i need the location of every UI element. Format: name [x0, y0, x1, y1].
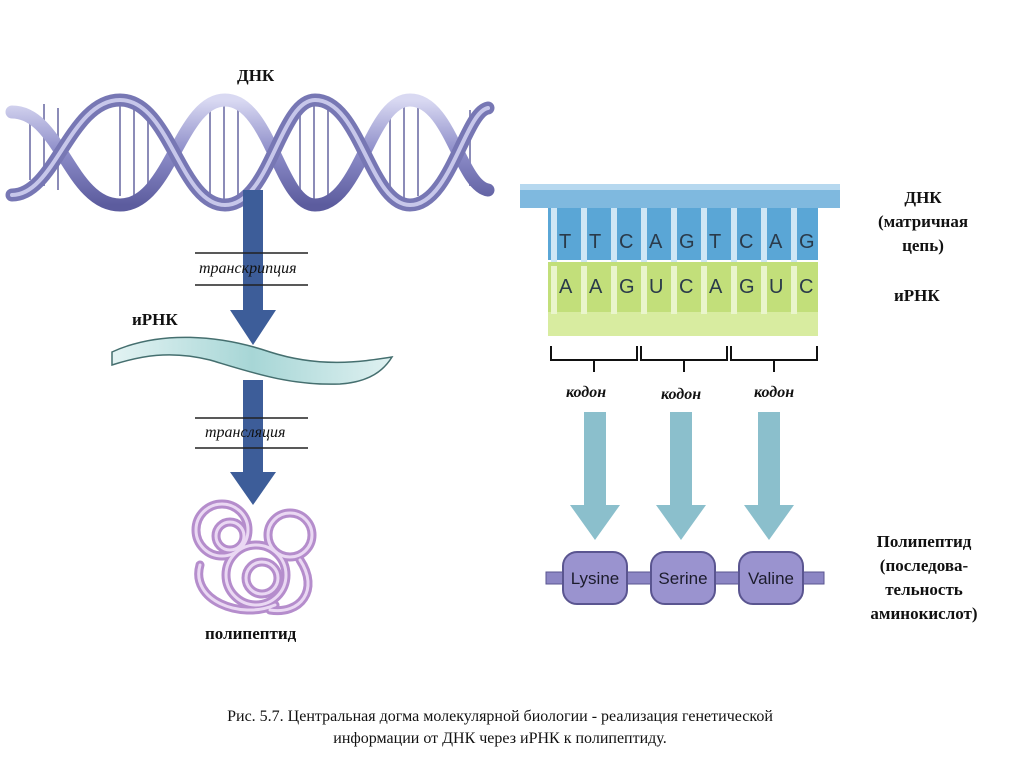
dna-base: T [589, 231, 601, 253]
polypeptide-coil [191, 499, 317, 616]
mrna-base: A [709, 276, 723, 298]
polypeptide-description-line: тельность [885, 580, 963, 599]
mrna-base: C [799, 276, 813, 298]
mrna-base: A [589, 276, 603, 298]
codon-label: кодон [661, 386, 702, 403]
mrna-strand [548, 262, 818, 336]
dna-base: G [679, 231, 695, 253]
amino-acid-chain: Lysine Serine Valine [545, 551, 825, 605]
polypeptide-description-line: Полипептид [876, 532, 972, 551]
polypeptide-description-line: аминокислот) [870, 604, 978, 623]
dna-base: T [709, 231, 721, 253]
dna-template-label-line: цепь) [902, 236, 944, 255]
dna-base: T [559, 231, 571, 253]
polypeptide-label: полипептид [205, 624, 297, 643]
amino-acid-label: Valine [748, 569, 794, 588]
dna-template-label: ДНК (матричная цепь) [868, 186, 978, 258]
translation-arrows [570, 412, 794, 540]
codon-label: кодон [566, 384, 607, 401]
dna-base-letters: T T C A G T C A G [559, 231, 815, 253]
dna-template-label-line: ДНК [904, 188, 942, 207]
transcription-label: транскрипция [199, 260, 297, 277]
mrna-base: A [559, 276, 573, 298]
dna-label: ДНК [237, 66, 275, 85]
mrna-base: U [649, 276, 663, 298]
mrna-base: G [619, 276, 635, 298]
mrna-base-letters: A A G U C A G U C [559, 276, 813, 298]
mrna-base: U [769, 276, 783, 298]
amino-acid-lysine [562, 551, 628, 605]
dna-template-strand [520, 184, 840, 268]
polypeptide-description: Полипептид (последова- тельность аминоки… [856, 530, 992, 626]
dna-base: A [649, 231, 663, 253]
amino-acid-label: Serine [658, 569, 707, 588]
dna-base: G [799, 231, 815, 253]
mrna-base: G [739, 276, 755, 298]
mrna-base: C [679, 276, 693, 298]
translation-label: трансляция [205, 424, 286, 441]
dna-base: C [619, 231, 633, 253]
mrna-ribbon [111, 336, 394, 385]
codon-label: кодон [754, 384, 795, 401]
mrna-label: иРНК [132, 310, 178, 329]
codon-brackets [550, 346, 818, 372]
figure-caption-line: информации от ДНК через иРНК к полипепти… [333, 730, 667, 747]
figure-caption: Рис. 5.7. Центральная догма молекулярной… [120, 706, 880, 750]
dna-base: C [739, 231, 753, 253]
transcription-arrow [230, 190, 276, 345]
figure-caption-line: Рис. 5.7. Центральная догма молекулярной… [227, 708, 773, 725]
right-mrna-label: иРНК [894, 286, 940, 305]
translation-arrow [230, 380, 276, 505]
amino-acid-valine [738, 551, 804, 605]
dna-template-label-line: (матричная [877, 212, 969, 231]
amino-acid-serine [650, 551, 716, 605]
dna-base: A [769, 231, 783, 253]
polypeptide-description-line: (последова- [879, 556, 969, 575]
amino-acid-label: Lysine [571, 569, 620, 588]
